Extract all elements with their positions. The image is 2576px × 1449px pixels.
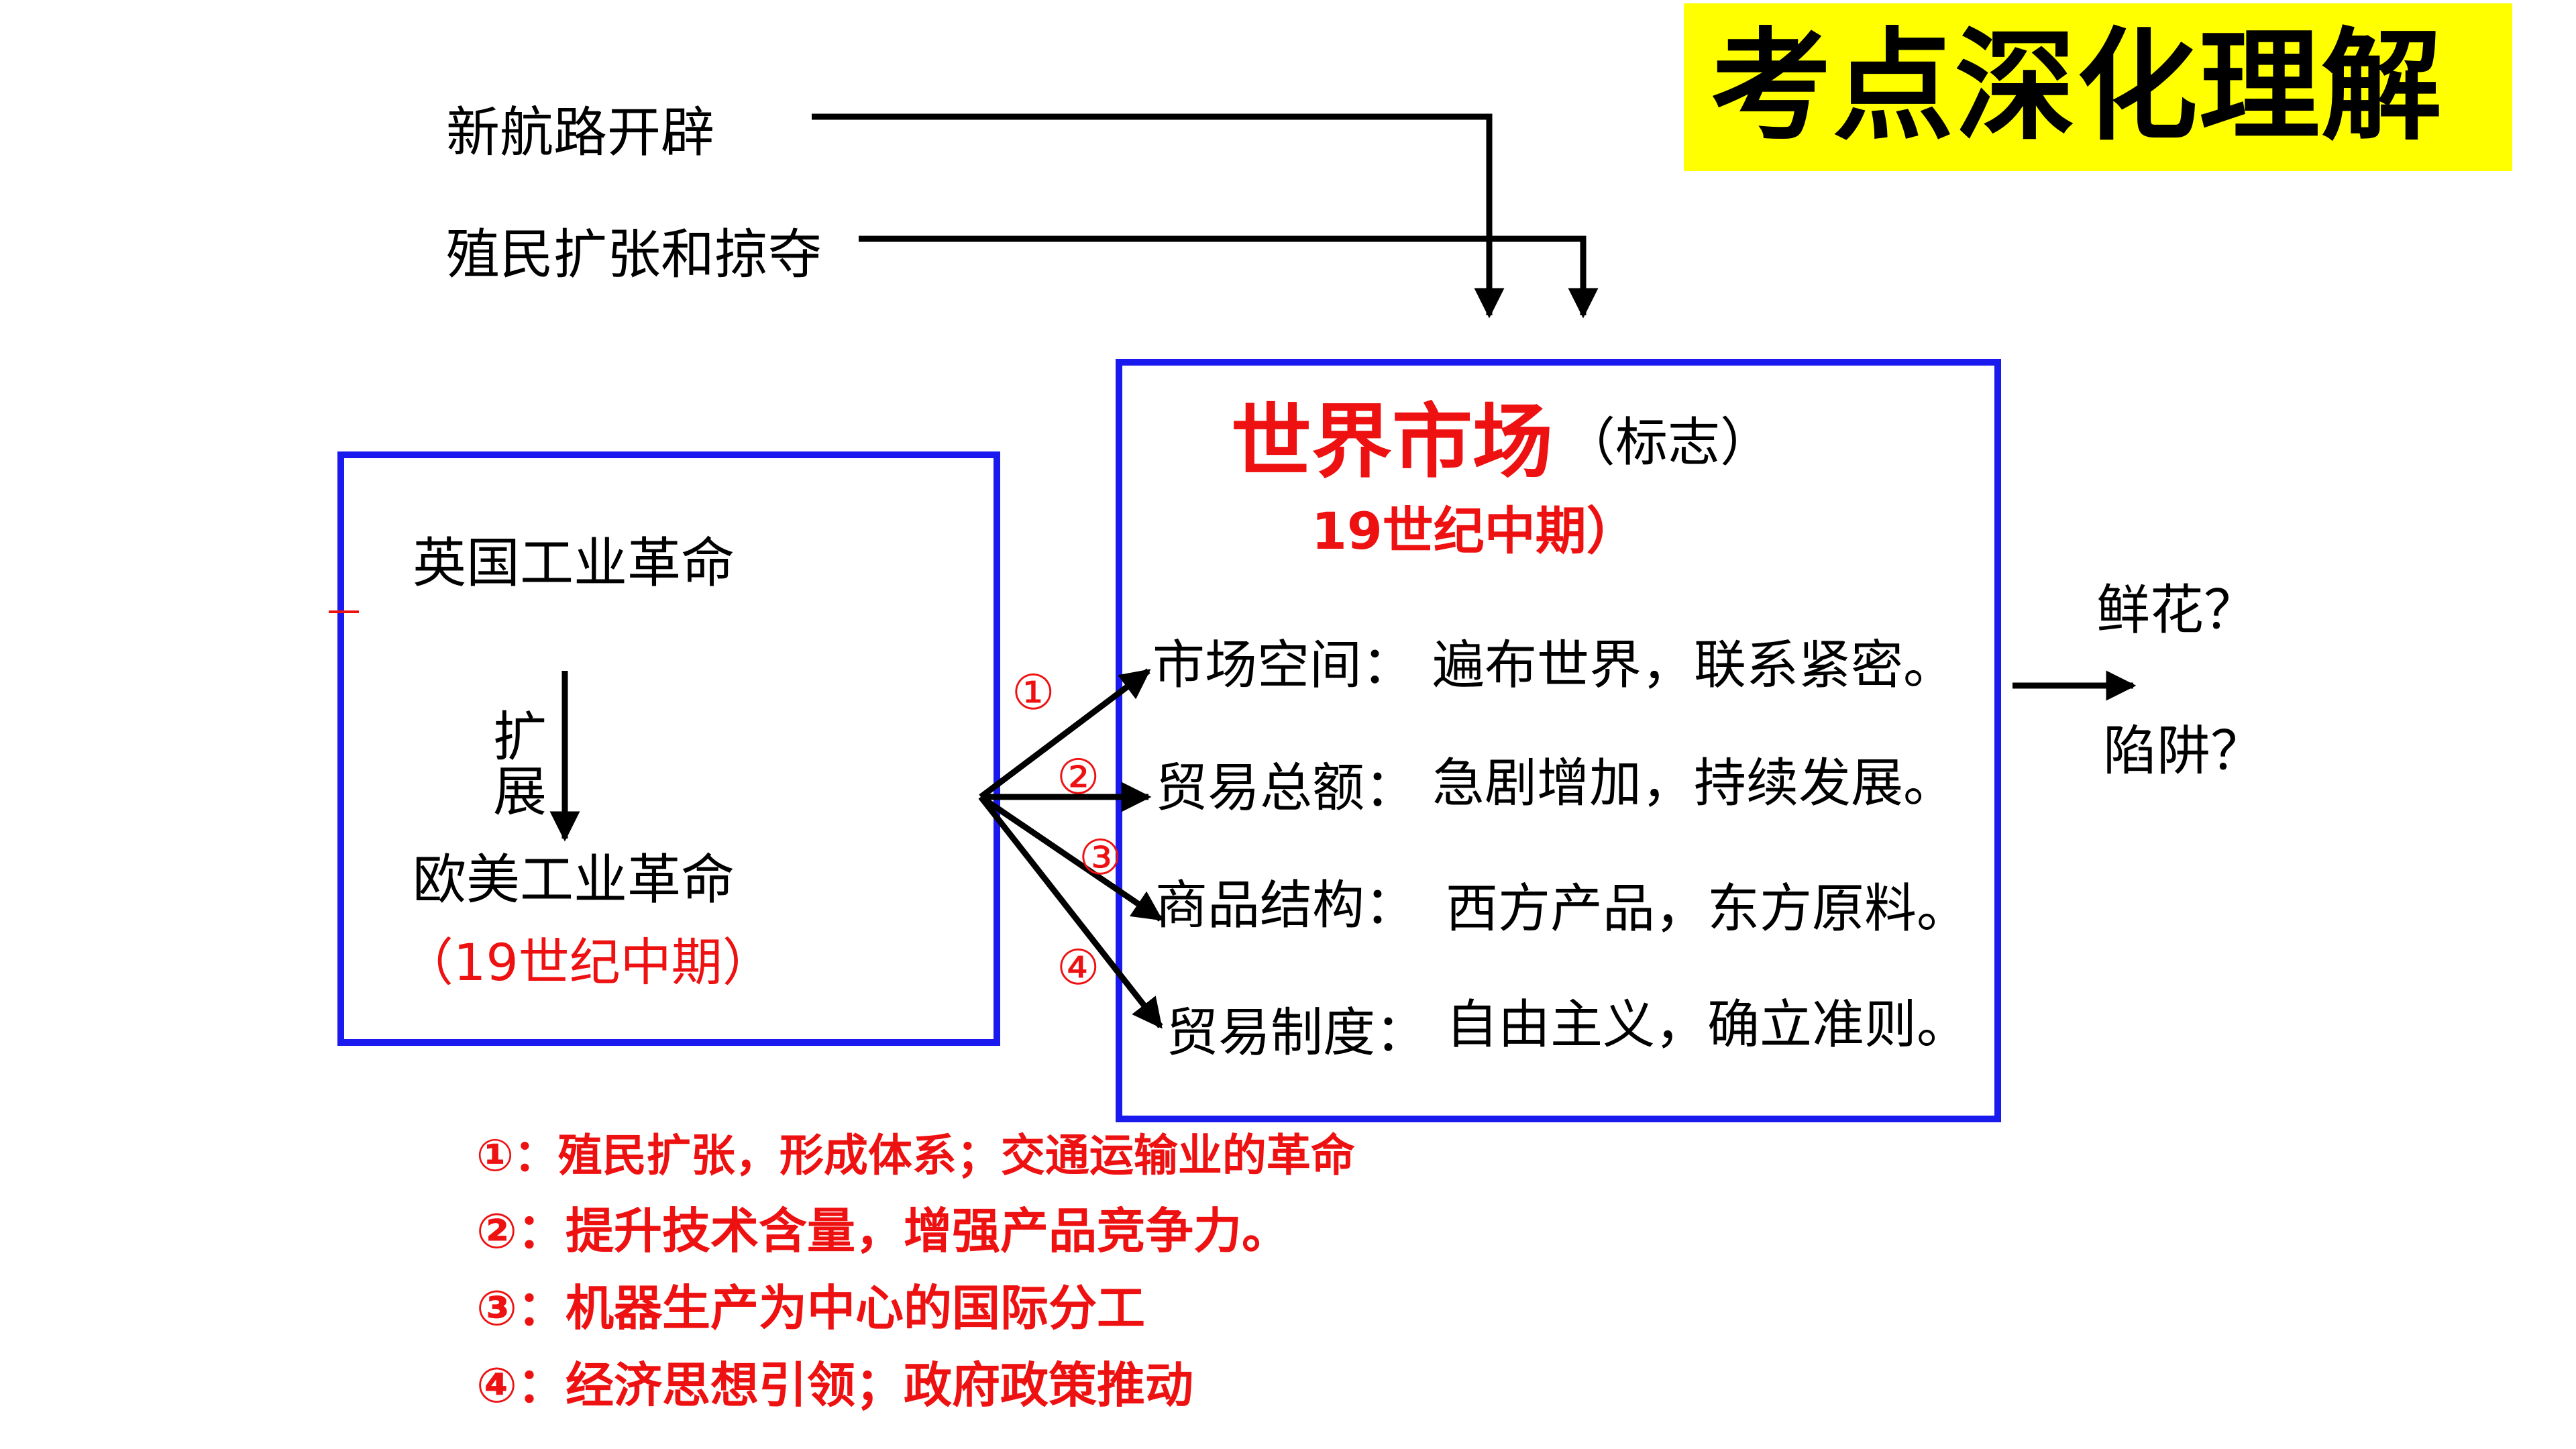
row-value-market-space: 遍布世界，联系紧密。 [1432, 635, 1956, 696]
west-industrial-revolution: 欧美工业革命 [413, 849, 735, 911]
row-label-commodity-structure: 商品结构： [1155, 875, 1417, 936]
row-value-trade-volume: 急剧增加，持续发展。 [1432, 753, 1956, 814]
colonial-connector [859, 235, 1599, 319]
outcome-flowers: 鲜花？ [2096, 579, 2257, 641]
row-label-market-space: 市场空间： [1152, 635, 1415, 696]
row-value-trade-system: 自由主义，确立准则。 [1446, 995, 1970, 1055]
expand-label: 扩展 [493, 706, 547, 823]
row-label-trade-system: 贸易制度： [1166, 1003, 1428, 1063]
fan-arrow-3 [979, 794, 1163, 922]
britain-industrial-revolution: 英国工业革命 [413, 532, 735, 594]
marker-3: ③ [1079, 829, 1122, 885]
marker-4: ④ [1057, 939, 1100, 996]
world-market-sign: （标志） [1563, 413, 1773, 473]
row-value-commodity-structure: 西方产品，东方原料。 [1446, 879, 1970, 939]
outcome-trap: 陷阱？ [2103, 720, 2264, 782]
market-box-frame [1116, 359, 2001, 1122]
note-2: ②：提升技术含量，增强产品竞争力。 [476, 1203, 1290, 1259]
section-title-banner: 考点深化理解 [1684, 3, 2512, 171]
source-new-route: 新航路开辟 [446, 101, 714, 164]
left-period-label: （19世纪中期） [402, 932, 773, 992]
fan-arrow-4 [978, 795, 1163, 1029]
left-box-frame [337, 451, 1000, 1046]
note-3: ③：机器生产为中心的国际分工 [476, 1280, 1145, 1336]
row-label-trade-volume: 贸易总额： [1155, 758, 1417, 818]
note-4: ④：经济思想引领；政府政策推动 [476, 1357, 1193, 1413]
route-connector [812, 113, 1505, 319]
world-market-title: 世界市场 [1231, 396, 1553, 489]
note-1: ①：殖民扩张，形成体系；交通运输业的革命 [476, 1130, 1355, 1181]
fan-arrow-1 [979, 668, 1151, 800]
marker-1: ① [1012, 664, 1055, 720]
world-market-period: 19世纪中期） [1311, 501, 1638, 561]
source-colonial: 殖民扩张和掠夺 [446, 223, 822, 286]
marker-2: ② [1057, 749, 1100, 805]
